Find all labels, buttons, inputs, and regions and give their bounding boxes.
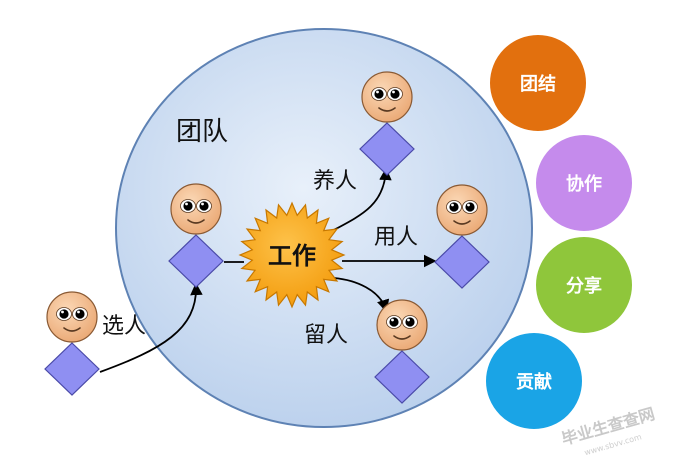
arrow-nurture [329, 167, 392, 233]
label-retain: 留人 [304, 323, 348, 348]
label-select: 选人 [102, 314, 146, 339]
team-label: 团队 [176, 117, 228, 147]
svg-text:团结: 团结 [520, 73, 556, 95]
bubble-sharing: 分享 [534, 235, 634, 335]
person-candidate [44, 291, 100, 396]
arrow-retain [333, 277, 390, 313]
svg-text:贡献: 贡献 [516, 371, 552, 393]
watermark: 毕业生查查网 www.sbvv.com [559, 404, 657, 457]
bubble-unity: 团结 [488, 33, 588, 133]
label-use: 用人 [374, 225, 418, 250]
bubble-collaboration: 协作 [534, 133, 634, 233]
work-sun [238, 201, 346, 309]
svg-text:分享: 分享 [566, 275, 602, 297]
work-label: 工作 [268, 242, 316, 270]
bubble-contribution: 贡献 [484, 331, 584, 431]
svg-text:协作: 协作 [566, 173, 602, 195]
arrow-select [99, 282, 203, 373]
label-nurture: 养人 [313, 169, 357, 194]
